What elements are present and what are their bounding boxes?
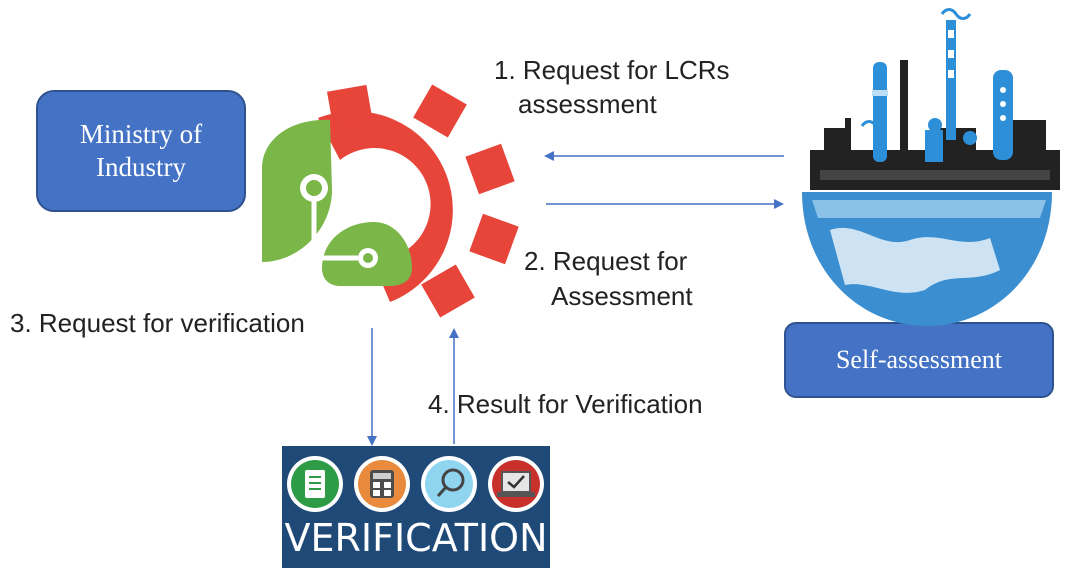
ministry-of-industry-box: Ministry of Industry — [36, 90, 246, 212]
laptop-check-icon — [488, 456, 544, 512]
step1-label-line1: 1. Request for LCRs — [494, 55, 730, 85]
ministry-label: Ministry of Industry — [79, 119, 203, 182]
self-assessment-box: Self-assessment — [784, 322, 1054, 398]
calculator-icon — [354, 456, 410, 512]
step1-label-line2: assessment — [518, 89, 657, 119]
checklist-icon — [287, 456, 343, 512]
step2-label-line2: Assessment — [551, 281, 693, 311]
step2-label-line1: 2. Request for — [524, 246, 688, 276]
verification-panel: VERIFICATION — [282, 446, 550, 568]
verification-icons — [287, 456, 544, 512]
verification-label: VERIFICATION — [284, 516, 548, 560]
factory-globe-icon — [802, 8, 1060, 326]
gear-leaf-logo-icon — [262, 84, 519, 318]
self-assessment-label: Self-assessment — [835, 345, 1003, 374]
magnifier-icon — [421, 456, 477, 512]
step4-label: 4. Result for Verification — [428, 389, 703, 419]
step3-label: 3. Request for verification — [10, 308, 305, 338]
